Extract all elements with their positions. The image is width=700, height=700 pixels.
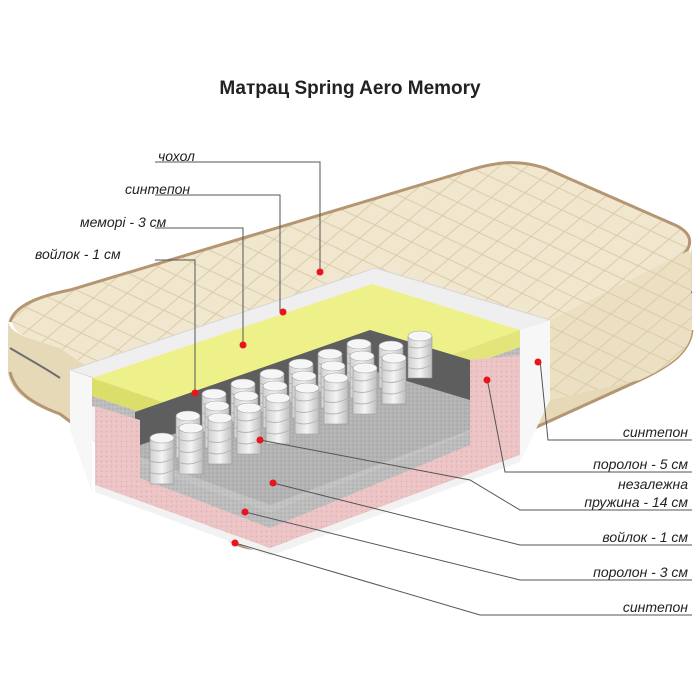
bottom-foam-layer: [95, 440, 520, 548]
spring-pocket: [265, 392, 291, 445]
label-synthetic-bottom: синтепон: [622, 599, 688, 615]
label-synthetic-side: синтепон: [622, 424, 688, 440]
spring-pocket: [381, 352, 407, 405]
page-title: Матрац Spring Aero Memory: [219, 78, 481, 99]
spring-pocket: [407, 330, 433, 379]
label-synthetic-top: синтепон: [125, 181, 191, 197]
layer-markers: [191, 268, 542, 547]
spring-pocket: [294, 382, 320, 435]
spring-pocket: [207, 412, 233, 465]
label-foam-5: поролон - 5 см: [593, 456, 688, 472]
label-cover: чохол: [158, 148, 195, 164]
label-springs-line2: пружина - 14 см: [584, 494, 688, 510]
spring-pocket: [323, 372, 349, 425]
bottom-felt-layer: [140, 432, 470, 528]
spring-pocket: [236, 402, 262, 455]
label-felt-top: войлок - 1 см: [35, 246, 121, 262]
label-foam-3: поролон - 3 см: [593, 564, 688, 580]
label-felt-bottom: войлок - 1 см: [602, 529, 688, 545]
pocket-springs: [149, 330, 433, 485]
leader-lines: [155, 161, 692, 616]
spring-pocket: [149, 432, 175, 485]
spring-pocket: [178, 422, 204, 475]
label-memory-foam: меморі - 3 см: [80, 214, 167, 230]
spring-pocket: [352, 362, 378, 415]
label-springs-line1: незалежна: [618, 476, 688, 492]
